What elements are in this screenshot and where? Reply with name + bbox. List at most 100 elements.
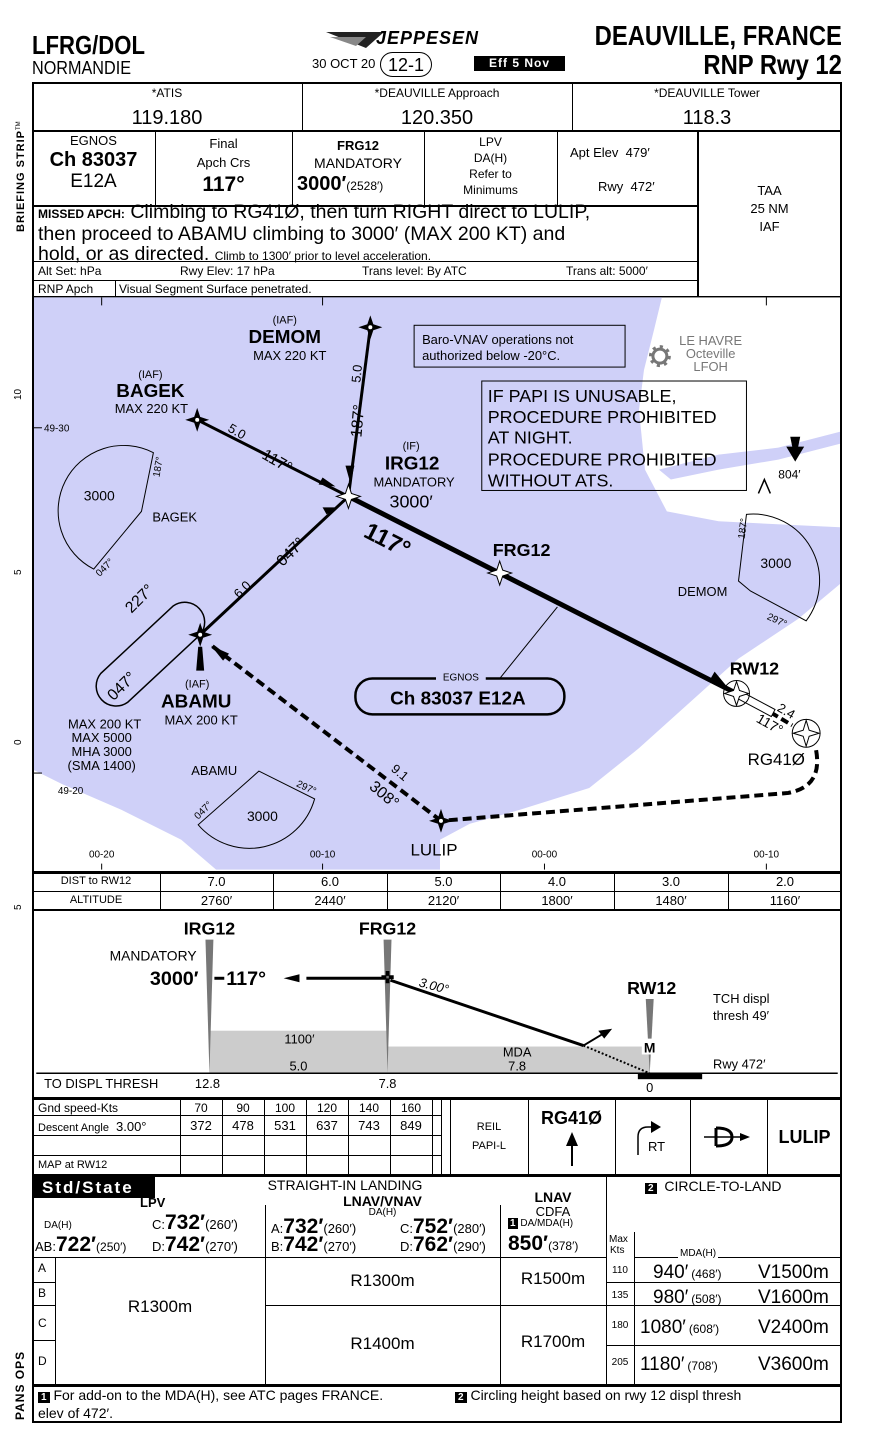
papi-note-line: AT NIGHT. bbox=[488, 428, 573, 448]
divider bbox=[32, 1282, 55, 1283]
da: 850′ bbox=[508, 1232, 549, 1255]
circle-mda: 1180′(708′) bbox=[640, 1355, 718, 1374]
divider bbox=[634, 1232, 635, 1385]
gs-value: 140 bbox=[358, 1101, 380, 1115]
rnp-apch-label: RNP Apch bbox=[38, 282, 94, 296]
taa-radius: 25 NM bbox=[750, 201, 789, 216]
turn-right-icon bbox=[637, 1121, 661, 1155]
divider bbox=[690, 1098, 691, 1175]
alt-value: 1480′ bbox=[655, 893, 687, 908]
alt-value: 2760′ bbox=[200, 893, 233, 908]
profile-rwy-elev: Rwy 472′ bbox=[713, 1056, 766, 1071]
reil-label: REIL bbox=[476, 1121, 502, 1133]
circle-kts-label: Kts bbox=[610, 1245, 625, 1256]
divider bbox=[634, 1257, 842, 1258]
fix-frg12-icon bbox=[486, 559, 514, 587]
demom-speed: MAX 220 KT bbox=[253, 348, 326, 363]
circle-vis: V3600m bbox=[758, 1354, 829, 1375]
lehavre-icao: LFOH bbox=[693, 359, 727, 374]
profile-msa: 1100′ bbox=[284, 1032, 315, 1047]
irg12-mandatory: MANDATORY bbox=[374, 474, 456, 489]
lnav-vnav-cat-a: A:732′(260′) bbox=[271, 1216, 356, 1237]
divider bbox=[180, 1098, 181, 1175]
cat-label: C: bbox=[400, 1221, 413, 1236]
faf-name: FRG12 bbox=[337, 138, 379, 153]
footnote-1: 1 For add-on to the MDA(H), see ATC page… bbox=[38, 1388, 383, 1403]
rod-value: 743 bbox=[358, 1118, 380, 1133]
plan-view-map: 49-30 49-20 00-20 00-10 00-00 00-10 Baro… bbox=[32, 297, 842, 873]
footnote-2: 2 Circling height based on rwy 12 displ … bbox=[455, 1388, 741, 1403]
obstacle-elev: 804′ bbox=[778, 468, 801, 482]
divider bbox=[606, 1345, 842, 1346]
hold-limits: MAX 200 KT MAX 5000 MHA 3000 (SMA 1400) bbox=[68, 716, 142, 773]
procedure-title: RNP Rwy 12 bbox=[703, 49, 842, 80]
lon-label: 00-20 bbox=[89, 850, 115, 861]
rg410-waypoint-icon bbox=[791, 718, 821, 748]
lulip-name: LULIP bbox=[411, 841, 458, 860]
descent-angle: Descent Angle 3.00° bbox=[38, 1120, 147, 1134]
taa-demom-fix: DEMOM bbox=[678, 584, 728, 599]
divider bbox=[606, 1175, 607, 1385]
footnote-1-text: For add-on to the MDA(H), see ATC pages … bbox=[53, 1387, 384, 1403]
rod-value: 531 bbox=[274, 1118, 296, 1133]
track-abamu-irg12 bbox=[199, 495, 350, 636]
effective-date-badge: Eff 5 Nov bbox=[474, 56, 565, 71]
gs-value: 100 bbox=[274, 1101, 296, 1115]
rw12-threshold-icon bbox=[722, 679, 776, 718]
taa-demom-r1: 187° bbox=[737, 518, 751, 540]
lnav-dah: 1 DA/MDA(H) bbox=[508, 1218, 573, 1229]
missed-approach-note: Climb to 1300′ prior to level accelerati… bbox=[214, 249, 432, 263]
rg410-name: RG41Ø bbox=[748, 750, 805, 769]
rw12-pole bbox=[645, 999, 654, 1074]
circle-kts: 110 bbox=[612, 1265, 628, 1276]
cat-d: D bbox=[38, 1354, 47, 1368]
irg12-alt: 3000′ bbox=[390, 491, 434, 511]
taa-label: TAA bbox=[757, 183, 782, 198]
egnos-id: E12A bbox=[70, 171, 117, 192]
alt-value: 2120′ bbox=[427, 893, 460, 908]
to-displ-thresh-label: TO DISPL THRESH bbox=[44, 1076, 158, 1091]
lat-label: 49-20 bbox=[58, 786, 84, 797]
bagek-role: (IAF) bbox=[138, 369, 162, 381]
circle-to-land-title: 2 CIRCLE-TO-LAND bbox=[645, 1179, 782, 1194]
divider bbox=[615, 1098, 616, 1175]
chart-date: 30 OCT 20 bbox=[312, 56, 376, 71]
city-title: DEAUVILLE, FRANCE bbox=[594, 20, 842, 51]
lehavre-sub: Octeville bbox=[686, 346, 736, 361]
rnp-note: Visual Segment Surface penetrated. bbox=[119, 282, 312, 296]
da: 742′ bbox=[165, 1233, 206, 1256]
papi-note-line: PROCEDURE PROHIBITED bbox=[488, 450, 717, 470]
divider bbox=[32, 1257, 606, 1258]
bagek-name: BAGEK bbox=[116, 381, 185, 402]
divider bbox=[767, 1098, 768, 1175]
cat-b: B bbox=[38, 1286, 47, 1300]
papi-note: IF PAPI IS UNUSABLE, PROCEDURE PROHIBITE… bbox=[488, 386, 717, 491]
da: 752′ bbox=[413, 1215, 454, 1238]
abamu-speed: MAX 200 KT bbox=[165, 712, 238, 727]
dist-value: 7.0 bbox=[207, 874, 226, 889]
divider bbox=[528, 1098, 529, 1175]
demom-role: (IAF) bbox=[273, 314, 297, 326]
divider bbox=[390, 1098, 391, 1175]
lnav-rvr-ab: R1500m bbox=[520, 1269, 586, 1288]
profile-alt: 3000′ bbox=[150, 968, 199, 990]
divider bbox=[572, 82, 573, 130]
lnav-vnav-cat-b: B:742′(270′) bbox=[271, 1234, 356, 1255]
papi-note-line: IF PAPI IS UNUSABLE, bbox=[488, 386, 677, 406]
hold-limit: (SMA 1400) bbox=[68, 758, 136, 773]
divider bbox=[441, 1098, 442, 1175]
mda: 980′ bbox=[653, 1287, 689, 1308]
lnav-mda: 850′(378′) bbox=[508, 1233, 578, 1254]
irg12-name: IRG12 bbox=[385, 454, 440, 475]
cat-label: D: bbox=[400, 1239, 413, 1254]
bagek-speed: MAX 220 KT bbox=[115, 401, 188, 416]
height: (290′) bbox=[453, 1239, 486, 1254]
height: (708′) bbox=[687, 1359, 718, 1373]
jeppesen-logo-icon bbox=[326, 32, 384, 48]
lon-label: 00-10 bbox=[754, 850, 780, 861]
height: (260′) bbox=[323, 1221, 357, 1236]
divider bbox=[500, 1205, 501, 1385]
cat-c: C bbox=[38, 1316, 47, 1330]
papi-note-box bbox=[481, 380, 747, 491]
pans-ops-label: PANS OPS bbox=[13, 1350, 27, 1420]
